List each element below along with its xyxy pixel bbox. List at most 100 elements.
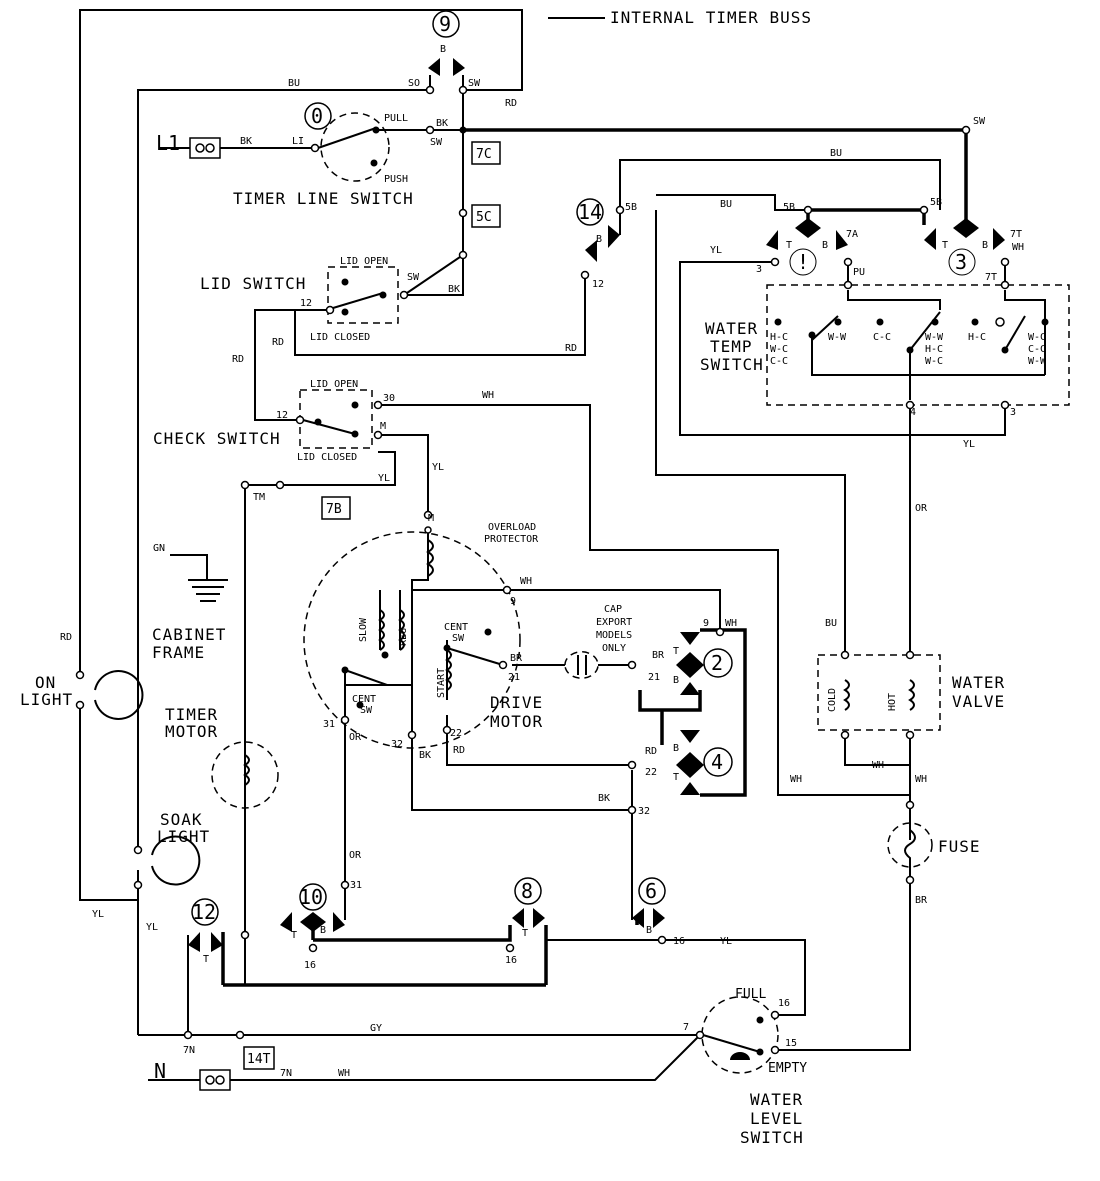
legend: INTERNAL TIMER BUSS [548,8,812,27]
wire-bk-3: BK [448,284,460,295]
cam-1-t: T [786,240,792,251]
protector-label: PROTECTOR [484,534,539,545]
temp-pos-hc-3: H-C [968,332,986,343]
wire-yl-4: YL [378,473,390,484]
check-switch-open: LID OPEN [310,379,358,390]
wire-or-1: OR [915,503,928,514]
cent-label: CENT [444,622,468,633]
wire-wh-4: WH [725,618,737,629]
cam-2-b: B [673,675,679,686]
soak-light: SOAK LIGHT [133,810,209,890]
box-14t: 14T [243,1046,275,1070]
term-3-1: 3 [756,264,762,275]
water-temp-label-2: TEMP [710,337,753,356]
cam-2: 2 [676,632,733,695]
water-temp-switch: H-C W-C C-C W-W C-C W-W H-C W-C H-C W-C … [700,280,1070,410]
term-7n-1: 7N [183,1045,195,1056]
term-16-4: 16 [778,998,790,1009]
term-21-1: 21 [508,672,520,683]
cam-2-label: 2 [711,651,723,675]
term-7t-2: 7T [985,272,997,283]
term-21-2: 21 [648,672,660,683]
timer-motor-label: MOTOR [165,722,218,741]
cam-6-label: 6 [645,879,657,903]
capacitor: CAP EXPORT MODELS ONLY [564,604,632,679]
timer-line-switch-label: TIMER LINE SWITCH [233,189,414,208]
wire-br-3: BR [915,895,928,906]
term-3-2: 3 [1010,407,1016,418]
wire-yl-7: YL [720,936,732,947]
drive-motor: SLOW REG START CENT SW CENT SW OVERLOAD … [303,510,542,749]
temp-pos-ww: W-W [828,332,847,343]
terminal-markers [183,85,1010,1040]
water-temp-label-3: SWITCH [700,355,764,374]
cam-3: 3 [924,218,1005,276]
water-valve: COLD HOT WATER VALVE [817,650,1004,740]
cam-14: 14 [576,198,620,262]
wire-rd-5: RD [453,745,465,756]
gn-label: GN [153,543,165,554]
wire-wh-1: WH [1012,242,1024,253]
term-7n-2: 7N [280,1068,292,1079]
wire-wh-3: WH [520,576,532,587]
full-label: FULL [735,987,766,1002]
fuse-label: FUSE [938,837,981,856]
cam-12-label: 12 [192,900,216,924]
water-level-switch: FULL EMPTY WATER LEVEL SWITCH [695,987,807,1147]
box-14t-label: 14T [247,1052,271,1067]
wire-sw-4: SW [407,272,420,283]
wire-sw-3: SW [973,116,986,127]
wire-rd-6: RD [645,746,657,757]
wire-rd-1: RD [505,98,517,109]
push-label: PUSH [384,174,408,185]
legend-label: INTERNAL TIMER BUSS [610,8,812,27]
temp-pos-cc-2: C-C [873,332,891,343]
cam-8-label: 8 [521,879,533,903]
term-5b-1: 5B [625,202,637,213]
pull-label: PULL [384,113,408,124]
cam-3-label: 3 [955,250,967,274]
wire-tm: TM [253,492,265,503]
cam-10-t: T [291,930,297,941]
timer-motor: TIMER MOTOR [165,705,279,809]
wire-or-3: OR [349,850,362,861]
water-temp-label-1: WATER [705,319,758,338]
cam-0-label: 0 [311,104,323,128]
cam-14-label: 14 [578,200,602,224]
term-so: SO [408,78,420,89]
on-light-label: LIGHT [20,690,73,709]
cam-9-b: B [440,44,446,55]
term-22-1: 22 [450,728,462,739]
wire-wh-5: WH [790,774,802,785]
l1-label: L1 [156,131,180,155]
term-31-1: 31 [323,719,335,730]
cold-label: COLD [827,688,838,712]
frame-label: FRAME [152,643,205,662]
temp-pos-wc: W-C [770,344,788,355]
wire-yl-3: YL [963,439,975,450]
cam-8-t: T [522,928,528,939]
on-label: ON [35,673,56,692]
cap-label: CAP [604,604,622,615]
term-m-2: M [428,513,434,524]
cam-9: 9 B [428,10,465,76]
temp-pos-cc: C-C [770,356,788,367]
term-9-1: 9 [510,596,516,607]
term-7: 7 [683,1022,689,1033]
timer-line-switch: L1 PULL PUSH TIMER LINE SWITCH [156,112,467,208]
term-16-3: 16 [673,936,685,947]
cam-10-label: 10 [299,885,323,909]
term-5b-3: 5B [930,197,942,208]
wire-rd-4: RD [232,354,244,365]
cent-sw-label: SW [452,633,465,644]
wire-bu-4: BU [825,618,837,629]
term-12-1: 12 [592,279,604,290]
box-7c: 7C [471,141,501,165]
cam-3-b: B [982,240,988,251]
term-15: 15 [785,1038,797,1049]
cent-sw-label-2: SW [360,705,373,716]
timer-label: TIMER [165,705,218,724]
wire-wh-8: WH [338,1068,350,1079]
temp-pos-hc-2: H-C [925,344,943,355]
